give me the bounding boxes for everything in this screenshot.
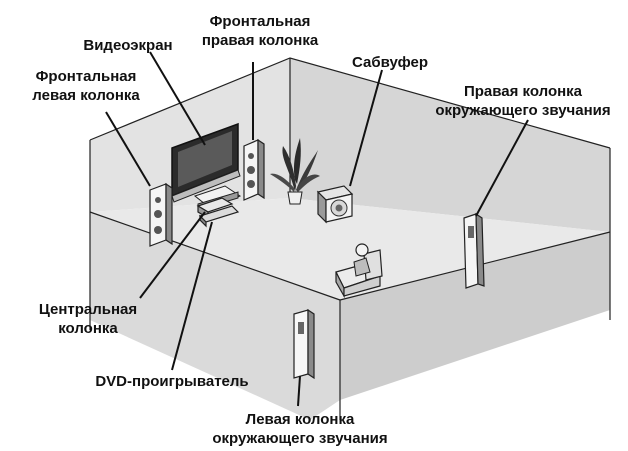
right-surround-speaker <box>463 212 485 289</box>
subwoofer <box>316 185 354 224</box>
leader-dvd <box>171 221 213 371</box>
leader-front-left <box>105 111 151 187</box>
left-surround-speaker <box>293 308 315 380</box>
leader-left-surround <box>297 375 301 407</box>
label-left-surround-line1: Левая колонка <box>246 411 355 428</box>
listener-armchair <box>335 243 383 299</box>
room-front-right-wall <box>340 232 610 400</box>
label-front-left-line1: Фронтальная <box>36 68 137 85</box>
plant <box>270 138 320 205</box>
label-left-surround-line2: окружающего звучания <box>212 430 387 447</box>
label-center-line1: Центральная <box>39 301 137 318</box>
label-center-line2: колонка <box>58 320 118 337</box>
label-front-right-line2: правая колонка <box>202 32 319 49</box>
room-left-wall <box>90 140 340 420</box>
label-dvd: DVD-проигрыватель <box>95 373 248 390</box>
label-right-surround-line2: окружающего звучания <box>435 102 610 119</box>
leader-lines <box>105 51 529 407</box>
room-floor-left-edge <box>89 211 341 301</box>
front-right-speaker <box>243 138 265 201</box>
front-left-speaker <box>149 182 173 247</box>
label-screen: Видеоэкран <box>83 37 172 54</box>
label-front-left-line2: левая колонка <box>32 87 140 104</box>
room-back-wall <box>90 58 290 212</box>
label-subwoofer: Сабвуфер <box>352 54 428 71</box>
label-front-right-line1: Фронтальная <box>210 13 311 30</box>
leader-center <box>139 211 206 299</box>
labels: Фронтальная правая колонка Видеоэкран Са… <box>32 13 610 447</box>
dvd-player <box>198 205 240 228</box>
leader-subwoofer <box>349 69 383 187</box>
leader-right-surround <box>475 119 529 217</box>
room-right-wall <box>290 58 610 232</box>
leader-screen <box>149 51 206 146</box>
label-right-surround-line1: Правая колонка <box>464 83 583 100</box>
